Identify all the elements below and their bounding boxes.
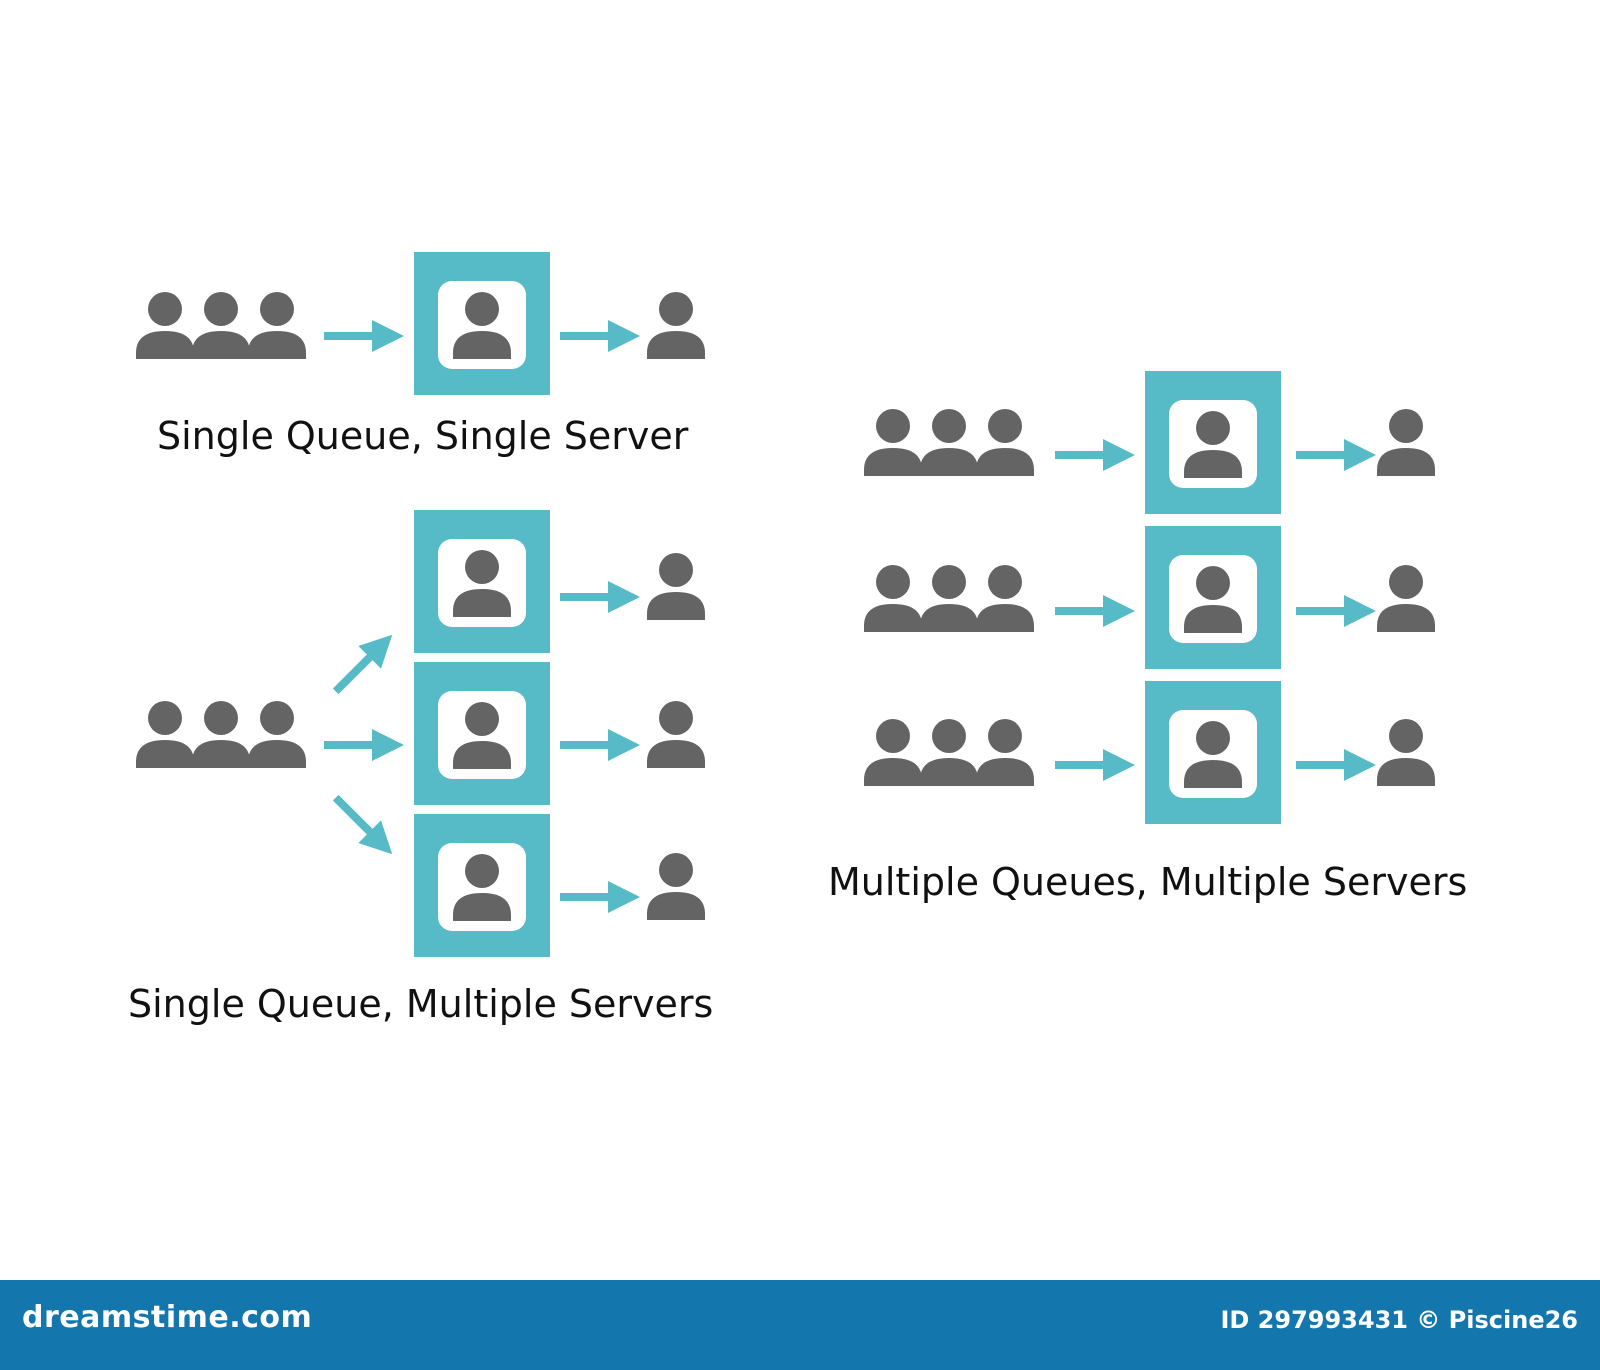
exit-person-2b <box>647 701 705 768</box>
footer-brand: dreamstime.com <box>22 1300 313 1335</box>
queue-crowd-1 <box>136 292 306 359</box>
server-2a <box>414 510 550 653</box>
server-3b <box>1145 526 1281 669</box>
queue-crowd-3b <box>864 565 1034 632</box>
arrow-server-to-exit-2c <box>560 881 640 913</box>
server-2b <box>414 662 550 805</box>
arrow-queue-to-server-3c <box>1055 749 1135 781</box>
queueing-diagram <box>0 252 1435 957</box>
footer-credit: ID 297993431 © Piscine26 <box>1220 1306 1578 1334</box>
caption-single-queue-single-server: Single Queue, Single Server <box>157 414 689 458</box>
arrow-server-to-exit-1 <box>560 320 640 352</box>
arrow-server-to-exit-2b <box>560 729 640 761</box>
author-name: © Piscine26 <box>1416 1306 1578 1334</box>
arrow-queue-to-server-2a <box>324 623 404 703</box>
exit-person-1 <box>647 292 705 359</box>
arrow-server-to-exit-3c <box>1296 749 1376 781</box>
arrow-server-to-exit-2a <box>560 581 640 613</box>
server-3c <box>1145 681 1281 824</box>
queue-crowd-3c <box>864 719 1034 786</box>
server-2c <box>414 814 550 957</box>
arrow-queue-to-server-3b <box>1055 595 1135 627</box>
caption-multiple-queues-multiple-servers: Multiple Queues, Multiple Servers <box>828 860 1468 904</box>
caption-single-queue-multiple-servers: Single Queue, Multiple Servers <box>128 982 714 1026</box>
footer-bar: dreamstime.com ID 297993431 © Piscine26 <box>0 1280 1600 1370</box>
arrow-queue-to-server-2c <box>324 786 404 866</box>
queue-crowd-3a <box>864 409 1034 476</box>
queue-crowd-2 <box>136 701 306 768</box>
arrow-queue-to-server-1 <box>324 320 404 352</box>
arrow-queue-to-server-2b <box>324 729 404 761</box>
exit-person-2a <box>647 553 705 620</box>
exit-person-2c <box>647 853 705 920</box>
exit-person-3c <box>1377 719 1435 786</box>
server-1 <box>414 252 550 395</box>
exit-person-3a <box>1377 409 1435 476</box>
server-3a <box>1145 371 1281 514</box>
image-id: ID 297993431 <box>1220 1306 1408 1334</box>
arrow-server-to-exit-3a <box>1296 439 1376 471</box>
exit-person-3b <box>1377 565 1435 632</box>
arrow-server-to-exit-3b <box>1296 595 1376 627</box>
arrow-queue-to-server-3a <box>1055 439 1135 471</box>
